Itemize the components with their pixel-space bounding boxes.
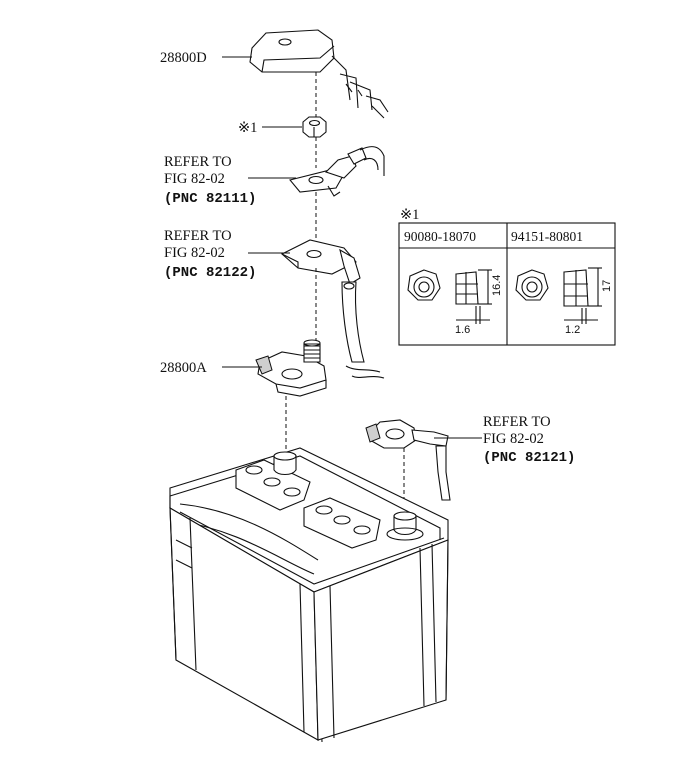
cable-terminal-82111[interactable] bbox=[289, 146, 385, 197]
ref1-pnc: (PNC 82111) bbox=[164, 191, 256, 207]
ref1-line2: FIG 82-02 bbox=[164, 171, 225, 187]
ref2-pnc: (PNC 82122) bbox=[164, 265, 256, 281]
terminal-cover-28800d[interactable] bbox=[249, 29, 389, 119]
nut-side-view-2 bbox=[563, 267, 602, 324]
dim-height-2: 17 bbox=[601, 280, 613, 292]
label-nut-mark: ※1 bbox=[238, 120, 257, 136]
nut-part[interactable] bbox=[302, 116, 327, 138]
dim-flange-1: 1.6 bbox=[455, 324, 470, 336]
dim-height-1: 16.4 bbox=[491, 275, 503, 296]
negative-terminal-82121[interactable] bbox=[365, 419, 452, 501]
ref3-line2: FIG 82-02 bbox=[483, 431, 544, 447]
ref2-line2: FIG 82-02 bbox=[164, 245, 225, 261]
table-mark: ※1 bbox=[400, 207, 419, 223]
label-28800a: 28800A bbox=[160, 360, 207, 376]
ref1-line1: REFER TO bbox=[164, 154, 232, 170]
battery-body bbox=[169, 447, 449, 743]
table-part-no-1: 90080-18070 bbox=[404, 229, 476, 244]
nut-spec-table: ※1 90080-18070 16.4 1.6 94151-80801 bbox=[398, 207, 616, 346]
label-28800d: 28800D bbox=[160, 50, 207, 66]
ref3-pnc: (PNC 82121) bbox=[483, 450, 575, 466]
dim-flange-2: 1.2 bbox=[565, 324, 580, 336]
nut-top-view-1 bbox=[407, 269, 441, 301]
ref2-line1: REFER TO bbox=[164, 228, 232, 244]
plate-terminal-82122[interactable] bbox=[281, 239, 385, 379]
table-part-no-2: 94151-80801 bbox=[511, 229, 583, 244]
battery-terminal-28800a[interactable] bbox=[255, 339, 327, 397]
ref3-line1: REFER TO bbox=[483, 414, 551, 430]
nut-top-view-2 bbox=[515, 269, 549, 301]
nut-side-view-1 bbox=[455, 269, 492, 324]
